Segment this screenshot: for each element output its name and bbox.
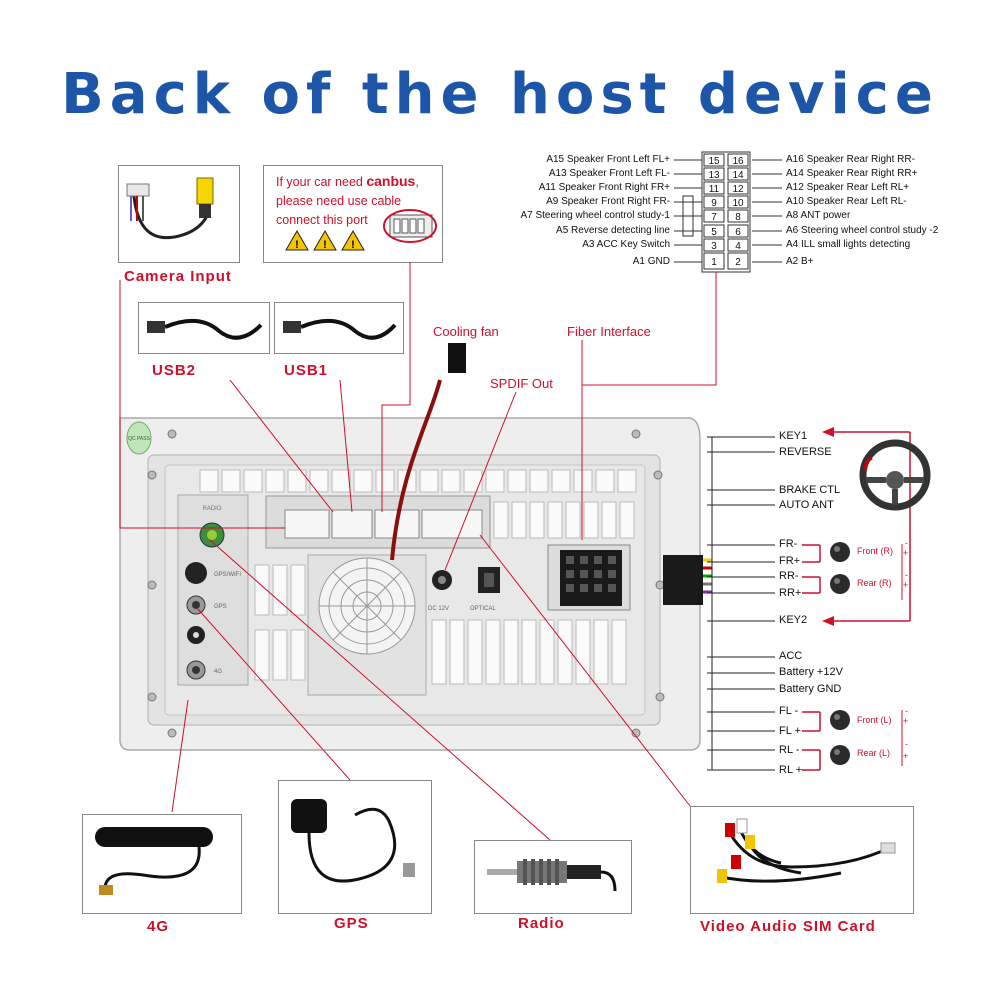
pin-label-right: A8 ANT power	[786, 210, 851, 221]
cooling-fan-label: Cooling fan	[433, 324, 499, 339]
wire-key2: KEY2	[779, 614, 808, 626]
spdif-out-label: SPDIF Out	[490, 376, 553, 391]
video-audio-sim-box	[690, 806, 914, 914]
page-title: Back of the host device	[61, 62, 939, 127]
wire-battery-12v: Battery +12V	[779, 666, 843, 678]
video-audio-sim-label: Video Audio SIM Card	[700, 918, 876, 935]
av-cable-image	[717, 818, 896, 883]
gps-box	[278, 780, 432, 914]
pin-label-right: A6 Steering wheel control study -2	[786, 225, 939, 236]
radio-plug-image	[487, 859, 617, 892]
wire-acc: ACC	[779, 650, 803, 662]
pin-label-right: A12 Speaker Rear Left RL+	[786, 182, 910, 193]
radio-box	[474, 840, 632, 914]
pin-label-left: A5 Reverse detecting line	[556, 225, 670, 236]
pin-label-right: A14 Speaker Rear Right RR+	[786, 168, 918, 179]
wire-fl-minus: FL -	[779, 705, 799, 717]
speaker-rear-r-label: Rear (R)	[857, 578, 892, 588]
pin-label-left: A15 Speaker Front Left FL+	[546, 154, 670, 165]
gps-label: GPS	[334, 915, 369, 932]
pin-label-right: A10 Speaker Rear Left RL-	[786, 196, 907, 207]
wire-brake: BRAKE CTL	[779, 484, 841, 496]
pin-label-left: A11 Speaker Front Right FR+	[538, 182, 670, 193]
usb1-label: USB1	[284, 362, 329, 379]
wire-rl-plus: RL +	[779, 764, 803, 776]
speaker-front-l-label: Front (L)	[857, 715, 892, 725]
wire-battery-gnd: Battery GND	[779, 683, 842, 695]
pin-label-left: A1 GND	[632, 256, 670, 267]
qc-badge	[126, 421, 152, 455]
pin-label-right: A16 Speaker Rear Right RR-	[786, 154, 915, 165]
pin-label-left: A3 ACC Key Switch	[582, 239, 670, 250]
antenna-4g-label: 4G	[147, 918, 170, 935]
wire-key1: KEY1	[779, 430, 808, 442]
speaker-front-r-label: Front (R)	[857, 546, 893, 556]
wire-fr-minus: FR-	[779, 538, 798, 550]
camera-input-box	[118, 165, 240, 263]
pin-label-right: A4 ILL small lights detecting	[786, 239, 911, 250]
gps-antenna-image	[291, 799, 415, 883]
wire-auto-ant: AUTO ANT	[779, 499, 834, 511]
canbus-notice-text: If your car need canbus, please need use…	[276, 173, 419, 227]
pin-label-right: A2 B+	[786, 256, 814, 267]
wire-fl-plus: FL +	[779, 725, 801, 737]
wire-fr-plus: FR+	[779, 555, 801, 567]
wire-rr-plus: RR+	[779, 587, 802, 599]
camera-cable-image	[126, 177, 214, 240]
pin-label-left: A13 Speaker Front Left FL-	[548, 168, 670, 179]
antenna-4g-box	[82, 814, 242, 914]
antenna-4g-image	[95, 827, 213, 895]
speaker-rear-l-label: Rear (L)	[857, 748, 891, 758]
wire-reverse: REVERSE	[779, 446, 832, 458]
pin-label-left: A7 Steering wheel control study-1	[520, 210, 670, 221]
wire-rl-minus: RL -	[779, 744, 800, 756]
wire-rr-minus: RR-	[779, 570, 799, 582]
pin-label-left: A9 Speaker Front Right FR-	[546, 196, 670, 207]
radio-label: Radio	[518, 915, 565, 932]
